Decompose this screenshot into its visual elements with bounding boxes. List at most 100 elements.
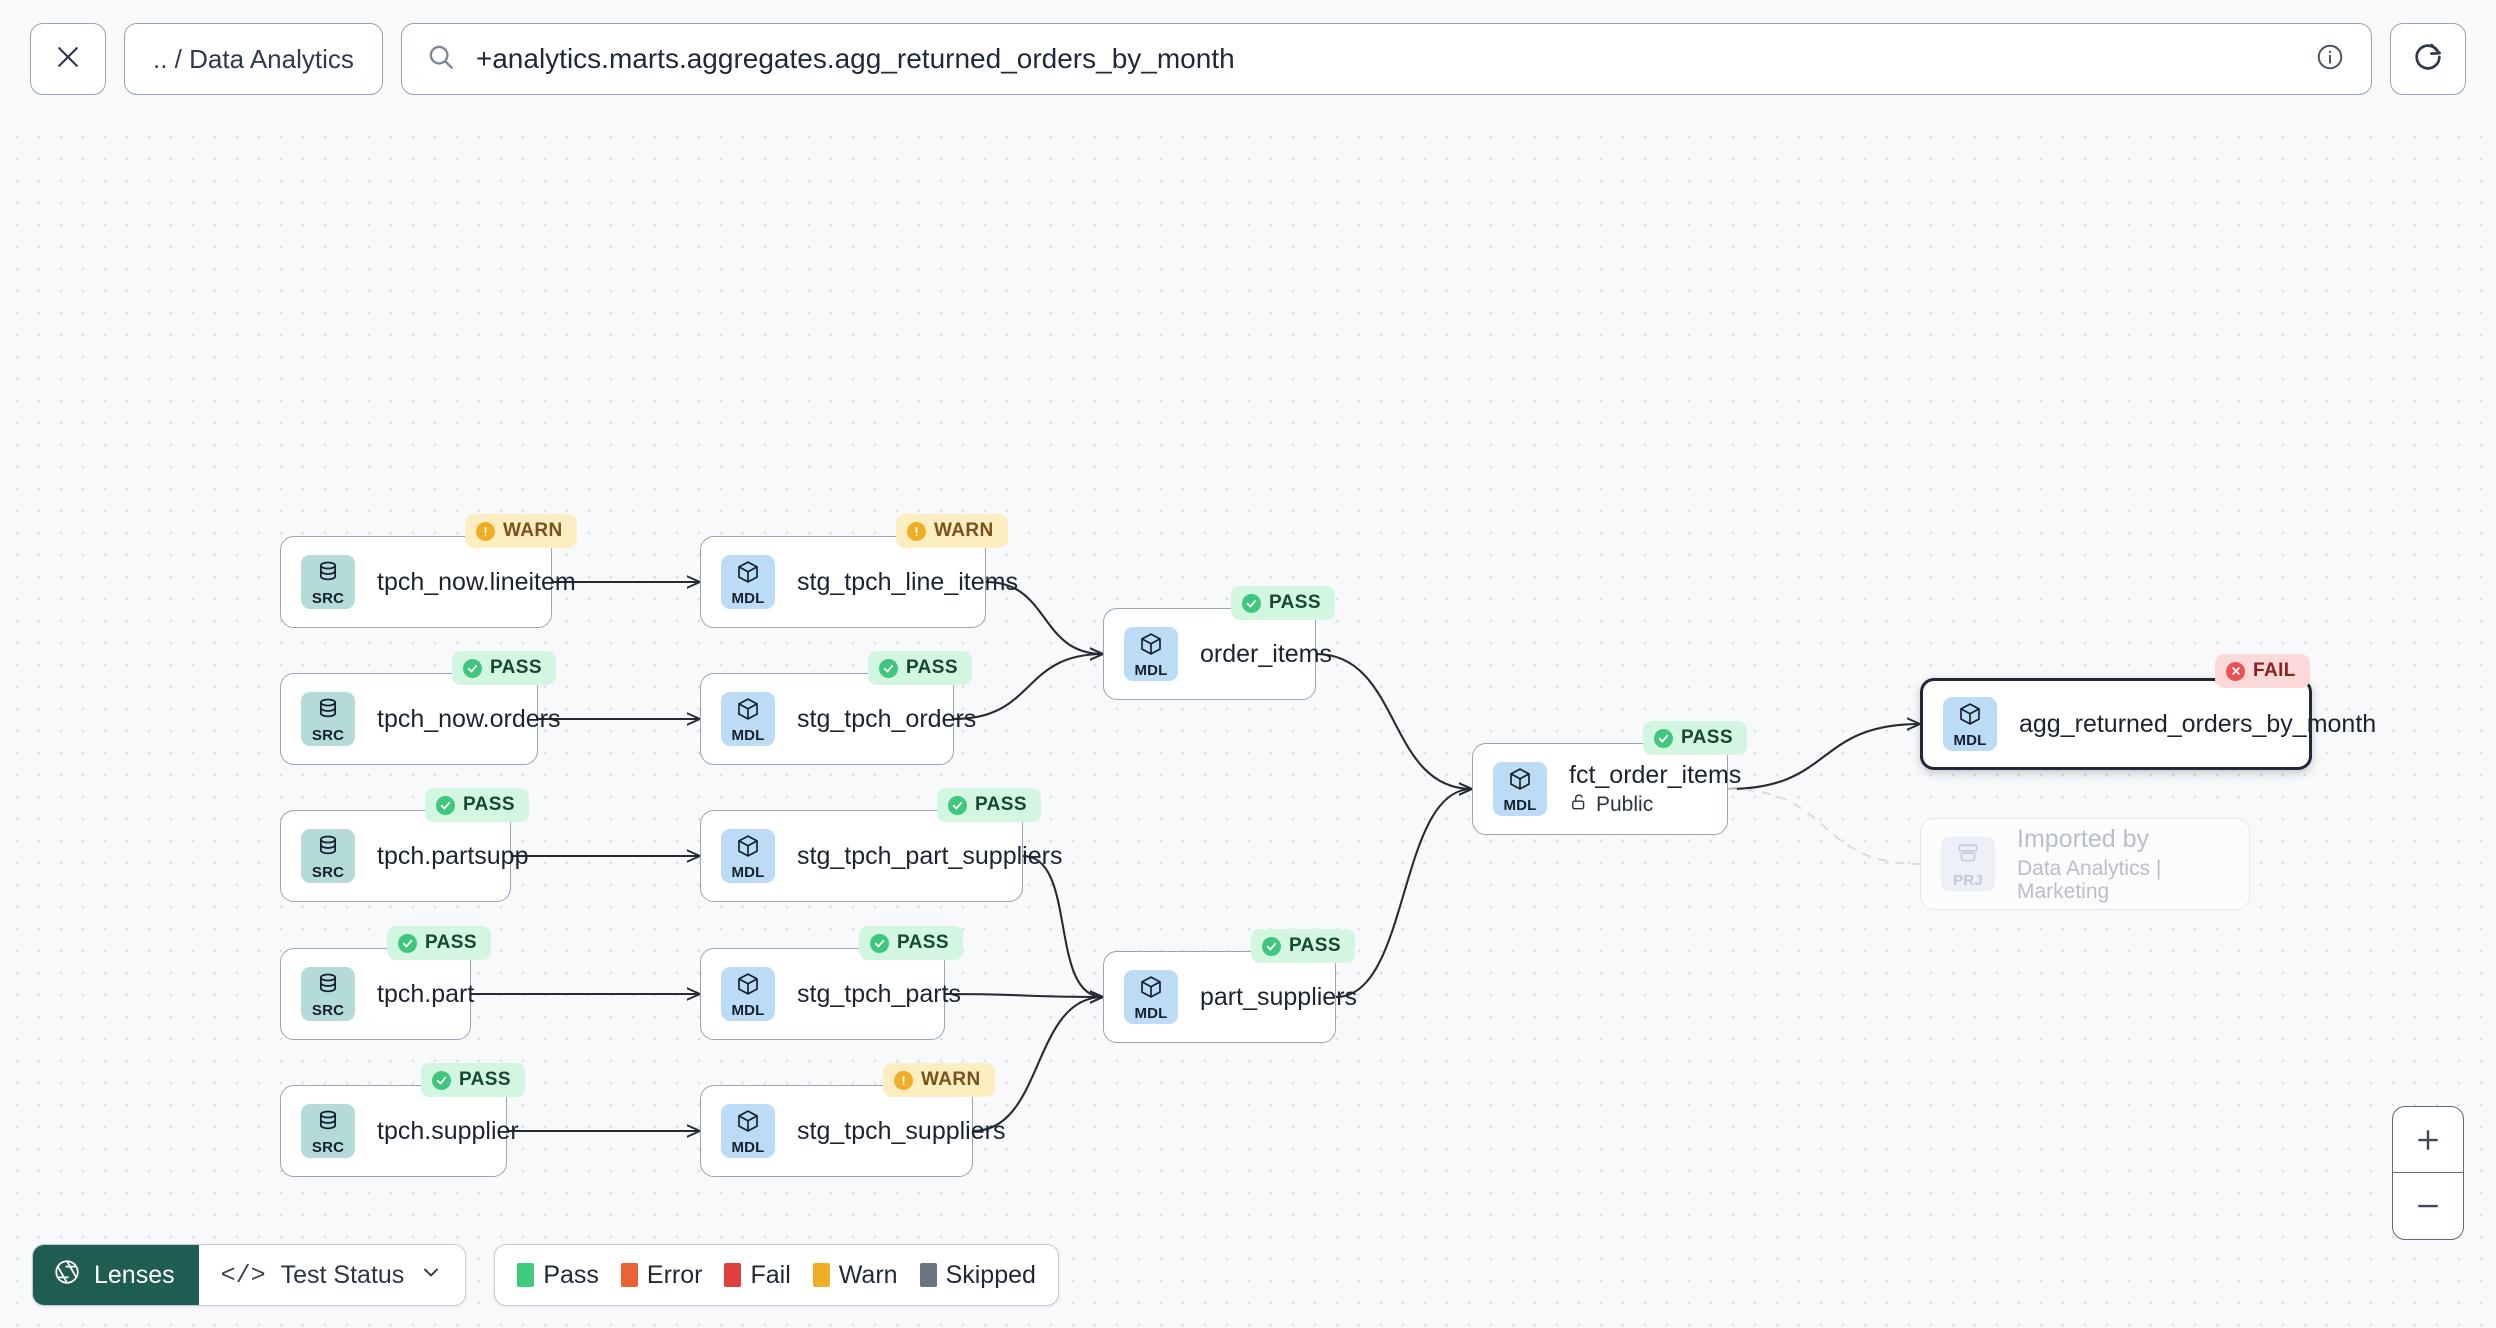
graph-node-stg_tpch_orders[interactable]: MDL stg_tpch_orders: [700, 673, 977, 765]
close-button[interactable]: [30, 23, 106, 95]
lineage-edge: [944, 994, 1103, 997]
lenses-button[interactable]: Lenses: [33, 1245, 199, 1305]
node-label: tpch.part: [377, 979, 475, 1008]
status-dot-icon: [894, 1070, 913, 1090]
status-dot-icon: [948, 795, 967, 815]
lineage-edge: [1022, 854, 1103, 997]
node-type-chip-mdl: MDL: [721, 1104, 775, 1158]
node-type-chip-mdl: MDL: [1493, 762, 1547, 816]
node-type-label: MDL: [1134, 1004, 1168, 1022]
legend-item-skipped[interactable]: Skipped: [919, 1261, 1036, 1290]
node-type-chip-mdl: MDL: [721, 692, 775, 746]
lineage-edge: [972, 997, 1103, 1133]
node-type-chip-src: SRC: [301, 967, 355, 1021]
search-input[interactable]: [475, 43, 2295, 75]
status-badge-fail: FAIL: [2215, 654, 2310, 688]
node-type-label: SRC: [311, 589, 345, 607]
status-badge-label: PASS: [975, 794, 1027, 815]
graph-node-part_suppliers[interactable]: MDL part_suppliers: [1103, 951, 1358, 1043]
lineage-edge: [985, 580, 1103, 654]
lineage-edge: [953, 654, 1103, 721]
graph-node-tpch_supplier[interactable]: SRC tpch.supplier: [280, 1085, 519, 1177]
node-type-label: MDL: [1134, 661, 1168, 679]
status-badge-label: WARN: [503, 520, 563, 541]
status-badge-pass: PASS: [1231, 586, 1335, 620]
status-dot-icon: [463, 658, 482, 678]
node-label: stg_tpch_part_suppliers: [797, 841, 1063, 870]
lineage-edge: [1335, 789, 1472, 999]
search-icon: [426, 42, 456, 77]
cube-icon: [1957, 701, 1983, 732]
status-dot-icon: [432, 1070, 451, 1090]
search-bar[interactable]: [400, 23, 2372, 95]
status-dot-icon: [2226, 661, 2245, 681]
legend-label: Warn: [838, 1260, 898, 1289]
status-badge-label: PASS: [425, 932, 477, 953]
status-badge-pass: PASS: [387, 926, 491, 960]
status-dot-icon: [1262, 936, 1281, 956]
refresh-button[interactable]: [2390, 23, 2466, 95]
legend-item-error[interactable]: Error: [620, 1261, 702, 1290]
legend-item-warn[interactable]: Warn: [812, 1260, 898, 1290]
legend-item-pass[interactable]: Pass: [517, 1261, 599, 1290]
status-badge-label: PASS: [490, 657, 542, 678]
status-badge-label: PASS: [1289, 935, 1341, 956]
node-type-label: SRC: [311, 1001, 345, 1019]
node-type-label: SRC: [311, 863, 345, 881]
graph-node-tpch_part[interactable]: SRC tpch.part: [280, 948, 475, 1040]
node-label: stg_tpch_orders: [797, 704, 977, 733]
status-badge-pass: PASS: [425, 788, 529, 822]
node-label: stg_tpch_line_items: [797, 567, 1018, 596]
status-badge-warn: WARN: [883, 1063, 995, 1097]
status-dot-icon: [1242, 593, 1261, 613]
node-type-chip-prj: PRJ: [1941, 837, 1995, 891]
database-icon: [315, 1108, 341, 1139]
status-dot-icon: [1654, 728, 1673, 748]
status-dot-icon: [907, 521, 926, 541]
cube-icon: [735, 833, 761, 864]
refresh-icon: [2411, 40, 2445, 79]
legend-swatch-icon: [517, 1263, 535, 1287]
status-badge-label: FAIL: [2253, 660, 2296, 681]
top-toolbar: .. / Data Analytics: [0, 0, 2496, 118]
node-type-chip-src: SRC: [301, 1104, 355, 1158]
node-type-label: SRC: [311, 1138, 345, 1156]
aperture-icon: [53, 1258, 81, 1293]
test-status-dropdown[interactable]: </> Test Status: [198, 1245, 466, 1305]
status-dot-icon: [879, 658, 898, 678]
cube-icon: [735, 1108, 761, 1139]
plus-icon: [2418, 1129, 2438, 1150]
cube-icon: [735, 696, 761, 727]
legend-label: Fail: [750, 1260, 791, 1289]
status-badge-label: WARN: [934, 520, 994, 541]
info-icon[interactable]: [2315, 42, 2345, 77]
node-label: tpch.supplier: [377, 1116, 519, 1145]
cube-icon: [735, 971, 761, 1002]
node-type-label: MDL: [731, 726, 765, 744]
zoom-in-button[interactable]: [2393, 1107, 2463, 1173]
node-type-label: PRJ: [1953, 871, 1983, 889]
database-icon: [315, 696, 341, 727]
breadcrumb[interactable]: .. / Data Analytics: [124, 23, 383, 95]
legend-label: Pass: [543, 1260, 599, 1289]
database-icon: [315, 559, 341, 590]
legend-item-fail[interactable]: Fail: [724, 1260, 791, 1290]
node-label: part_suppliers: [1200, 982, 1358, 1011]
node-label: agg_returned_orders_by_month: [2019, 709, 2377, 738]
zoom-out-button[interactable]: [2393, 1173, 2463, 1239]
unlock-icon: [1569, 792, 1589, 817]
status-badge-pass: PASS: [1643, 721, 1747, 755]
chevron-down-icon: [419, 1260, 443, 1291]
